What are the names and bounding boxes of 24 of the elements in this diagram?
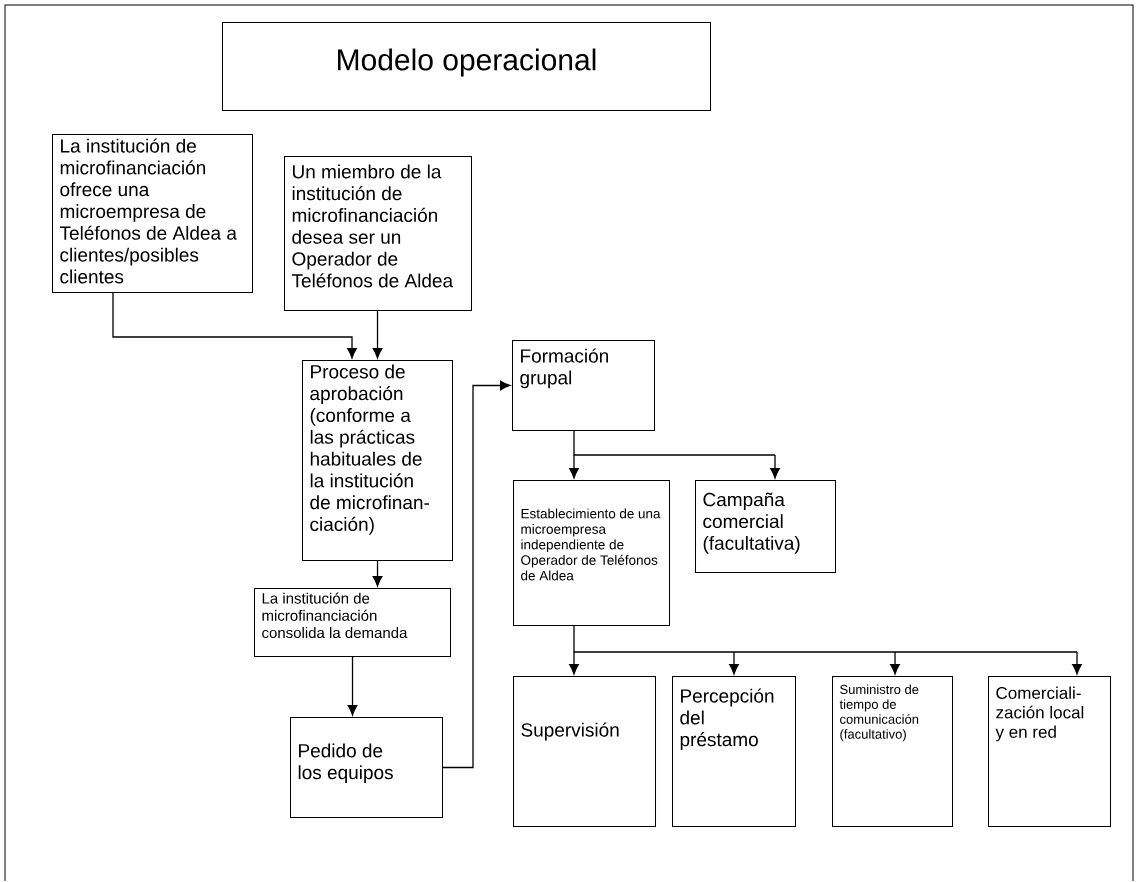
- arrow: [729, 651, 739, 675]
- process-box: Percepción del préstamo: [672, 676, 796, 827]
- arrow: [1072, 651, 1082, 675]
- arrow: [372, 560, 383, 587]
- arrow: [770, 454, 780, 479]
- arrow: [890, 651, 900, 675]
- title-box: Modelo operacional: [222, 22, 711, 111]
- process-box: La institución de microfinanciación consolida la demanda: [254, 588, 451, 657]
- arrow: [347, 656, 358, 716]
- process-box: Campaña comercial (facultativa): [695, 480, 836, 573]
- process-box: Proceso de aprobación (conforme a las prácticas habituales de la institución de microfinan- ciación): [302, 360, 453, 561]
- process-box: Pedido de los equipos: [290, 717, 443, 818]
- process-box: Suministro de tiempo de comunicación (facultativo): [832, 676, 953, 827]
- process-box: Comerciali- zación local y en red: [988, 676, 1111, 827]
- arrow: [442, 380, 511, 769]
- arrow: [569, 454, 579, 479]
- arrow: [569, 651, 579, 675]
- process-box: Establecimiento de una microempresa independiente de Operador de Teléfonos de Aldea: [513, 480, 670, 626]
- arrow: [112, 292, 357, 359]
- arrow: [372, 310, 383, 359]
- process-box: La institución de microfinanciación ofrece una microempresa de Teléfonos de Aldea a clientes/posibles clientes: [52, 134, 253, 293]
- process-box: Un miembro de la institución de microfinanciación desea ser un Operador de Teléfonos de Aldea: [284, 156, 472, 311]
- process-box: Formación grupal: [512, 340, 655, 431]
- process-box: Supervisión: [513, 676, 656, 827]
